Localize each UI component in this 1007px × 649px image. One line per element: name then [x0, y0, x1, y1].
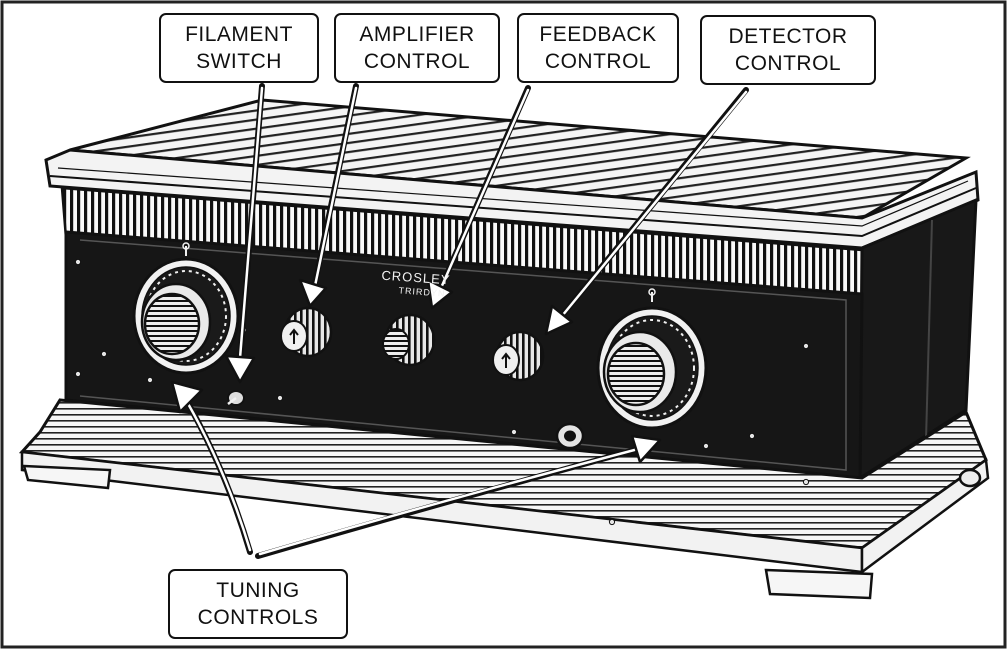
tuning-label-line1: TUNING [216, 579, 300, 602]
filament-label-line2: SWITCH [196, 50, 282, 73]
amplifier-knob [280, 306, 333, 358]
cabinet-base [18, 398, 990, 600]
tuning-label-line2: CONTROLS [197, 606, 319, 629]
right-tuning-dial [596, 288, 708, 430]
filament-switch-label: FILAMENT SWITCH [159, 13, 319, 83]
feedback-control-label: FEEDBACK CONTROL [517, 13, 679, 83]
left-tuning-dial [132, 242, 240, 375]
filament-switch [227, 390, 245, 406]
detector-knob [492, 330, 545, 382]
detector-label-line1: DETECTOR [728, 25, 848, 48]
amplifier-control-label: AMPLIFIER CONTROL [334, 13, 500, 83]
feedback-label-line2: CONTROL [544, 50, 652, 73]
feedback-label-line1: FEEDBACK [539, 23, 657, 46]
tuning-controls-label: TUNING CONTROLS [168, 569, 348, 639]
feedback-knob [382, 313, 436, 367]
phone-jack [555, 422, 585, 450]
arrowheads [170, 278, 662, 464]
amplifier-label-line1: AMPLIFIER [359, 23, 475, 46]
detector-control-label: DETECTOR CONTROL [700, 15, 876, 85]
detector-label-line2: CONTROL [734, 52, 842, 75]
filament-label-line1: FILAMENT [185, 23, 293, 46]
amplifier-label-line2: CONTROL [363, 50, 471, 73]
